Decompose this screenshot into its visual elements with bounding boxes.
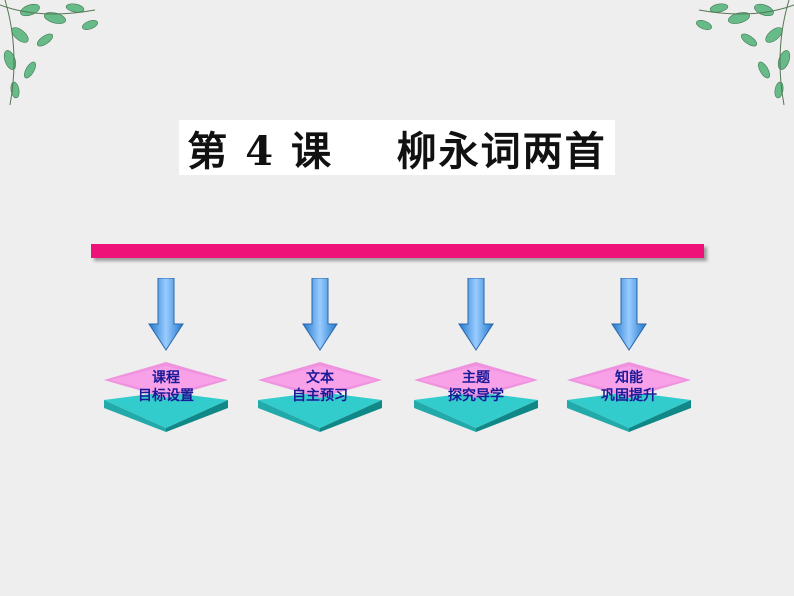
module-label-line1: 文本 <box>306 370 334 386</box>
module-label-line1: 知能 <box>615 370 643 386</box>
down-arrow-icon <box>611 278 647 351</box>
layered-tile-icon <box>414 362 538 432</box>
module-label-line2: 巩固提升 <box>601 388 657 404</box>
down-arrow-icon <box>302 278 338 351</box>
module-course-goals[interactable]: 课程 目标设置 <box>104 278 228 448</box>
module-label-line1: 主题 <box>462 370 490 386</box>
module-label: 知能 巩固提升 <box>567 369 691 405</box>
module-label-line1: 课程 <box>152 370 180 386</box>
layered-tile-icon <box>567 362 691 432</box>
module-theme-inquiry[interactable]: 主题 探究导学 <box>414 278 538 448</box>
down-arrow-icon <box>458 278 494 351</box>
module-label: 文本 自主预习 <box>258 369 382 405</box>
module-knowledge-consolidation[interactable]: 知能 巩固提升 <box>567 278 691 448</box>
down-arrow-icon <box>148 278 184 351</box>
module-label: 课程 目标设置 <box>104 369 228 405</box>
module-label-line2: 目标设置 <box>138 388 194 404</box>
layered-tile-icon <box>104 362 228 432</box>
layered-tile-icon <box>258 362 382 432</box>
slide-title-box: 第 4 课 柳永词两首 <box>179 120 615 175</box>
slide-title: 第 4 课 柳永词两首 <box>187 127 607 175</box>
module-text-preview[interactable]: 文本 自主预习 <box>258 278 382 448</box>
module-label-line2: 自主预习 <box>292 388 348 404</box>
divider-bar <box>91 244 704 258</box>
leaf-branch-decoration-left <box>0 0 98 106</box>
module-label: 主题 探究导学 <box>414 369 538 405</box>
leaf-branch-decoration-right <box>696 0 794 106</box>
module-label-line2: 探究导学 <box>448 388 504 404</box>
